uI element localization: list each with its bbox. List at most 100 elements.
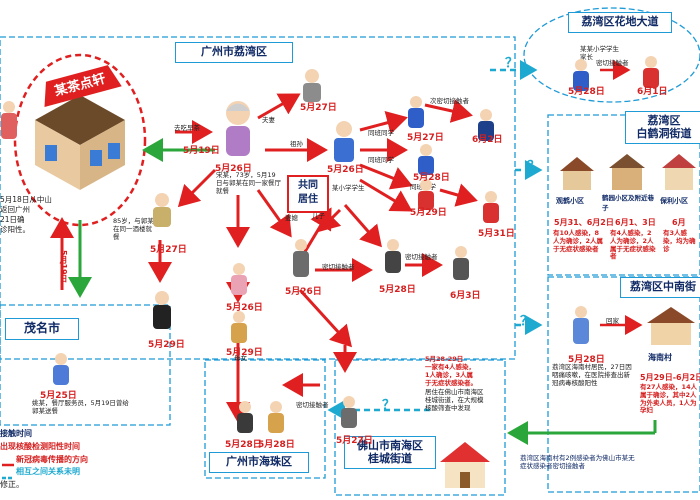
left-text-3: 返回广州 bbox=[0, 205, 30, 215]
legend-blue: 相互之间关系未明 bbox=[16, 467, 80, 477]
baietan-c3-desc: 有3人感染，均为确诊 bbox=[663, 229, 696, 253]
haizhu-region-box bbox=[204, 359, 326, 479]
zhongnan-desc: 有27人感染，14人属于确诊，其中2人为外卖人员，1人为孕妇 bbox=[640, 383, 698, 415]
restaurant-icon: 某茶点轩 bbox=[35, 65, 125, 190]
man-icon bbox=[153, 291, 171, 329]
date-519b: 5月19日 bbox=[59, 250, 68, 283]
date-529c: 5月29日 bbox=[226, 348, 263, 358]
rel-mother-daughter: 母女 bbox=[234, 354, 247, 362]
region-label-baietan: 荔湾区 白鹤洞街道 bbox=[625, 111, 700, 145]
date-528f: 5月28日 bbox=[568, 355, 605, 365]
qmark-foshan: ？ bbox=[382, 398, 396, 413]
qmark-zhongnan: ？ bbox=[520, 314, 534, 329]
left-text-2: 5月18日从中山 bbox=[0, 195, 52, 204]
baoli-house-icon bbox=[662, 154, 696, 190]
date-527a: 5月27日 bbox=[300, 103, 337, 113]
rel-close-contact-3: 密切接触者 bbox=[296, 401, 329, 409]
niece-icon bbox=[231, 263, 247, 295]
region-label-haizhu: 广州市海珠区 bbox=[209, 452, 309, 473]
foshan-line6: 核酸筛查中发现 bbox=[425, 403, 471, 412]
elderly-woman-icon bbox=[226, 101, 250, 156]
qmark-baietan: ？ bbox=[527, 159, 541, 174]
region-label-liwan: 广州市荔湾区 bbox=[175, 42, 293, 63]
date-528a: 5月28日 bbox=[413, 173, 450, 183]
guanhe-house-icon bbox=[560, 157, 594, 190]
rel-close-contact-1: 密切接触者 bbox=[322, 263, 355, 271]
date-527d: 5月27日 bbox=[336, 436, 373, 446]
foshan-line5: 桂城街道，在大规模 bbox=[425, 395, 484, 404]
foshan-contact-icon bbox=[341, 396, 357, 428]
center-desc: 宋某，73岁，5月19日与郭某在同一家餐厅就餐 bbox=[216, 171, 281, 195]
rel-husband: 夫妻 bbox=[262, 116, 275, 124]
baietan-c1-dates: 5月31、6月2日 bbox=[554, 218, 614, 227]
rel-same-class-2: 同班同学 bbox=[368, 156, 394, 164]
legend: 接触时间 出现核酸检测阳性时间 新冠病毒传播的方向 相互之间关系未明 修正。 bbox=[0, 428, 88, 492]
date-center: 5月26日 bbox=[215, 164, 252, 174]
date-62a: 6月2日 bbox=[472, 135, 503, 145]
date-528e: 5月28日 bbox=[568, 87, 605, 97]
guo-icon bbox=[1, 101, 17, 139]
student-d-icon bbox=[418, 179, 434, 210]
date-531: 5月31日 bbox=[478, 229, 515, 239]
foshan-line4: 居住在佛山市南海区 bbox=[425, 387, 484, 396]
baietan-c2-dates: 6月1、3日 bbox=[615, 218, 656, 227]
old-woman-icon bbox=[153, 193, 171, 227]
huadi-region-ellipse bbox=[523, 7, 700, 103]
date-528c: 5月28日 bbox=[225, 440, 262, 450]
baietan-c3-name: 保利小区 bbox=[660, 197, 688, 205]
student-e-icon bbox=[483, 191, 499, 223]
legend-dashed: 出现核酸检测阳性时间 bbox=[0, 441, 80, 451]
zhongnan-resident-icon bbox=[573, 306, 589, 344]
heyuan-house-icon bbox=[609, 154, 645, 190]
contact-man-icon bbox=[385, 239, 401, 273]
rel-return: 回家 bbox=[606, 317, 619, 325]
foshan-dates: 5月28-29日 bbox=[425, 355, 464, 363]
baietan-c2-name: 鹤园小区及附近巷子 bbox=[602, 194, 654, 212]
date-61: 6月1日 bbox=[637, 87, 668, 97]
grandson-icon bbox=[334, 121, 354, 162]
date-525: 5月25日 bbox=[40, 391, 77, 401]
date-63: 6月3日 bbox=[450, 291, 481, 301]
hainan-village-icon bbox=[647, 307, 695, 345]
foshan-info: 5月28-29日 一家有4人感染， 1人确诊，3人属 于无症状感染者。 居住在佛… bbox=[425, 355, 510, 412]
date-519: 5月19日 bbox=[183, 146, 220, 156]
rel-grandchild: 祖孙 bbox=[290, 140, 303, 148]
foshan-line3: 于无症状感染者。 bbox=[425, 379, 477, 388]
baietan-c3-dates: 6月 bbox=[672, 218, 686, 227]
rel-son: 儿子 bbox=[312, 212, 325, 220]
rel-same-class-1: 同班同学 bbox=[368, 129, 394, 137]
baietan-region-box bbox=[547, 114, 700, 276]
student-c-icon bbox=[418, 144, 434, 175]
rel-secondary-contact: 次密切接触者 bbox=[430, 97, 469, 105]
husband-icon bbox=[303, 69, 321, 102]
liwan-region-box bbox=[0, 36, 516, 360]
foshan-house-icon bbox=[440, 442, 490, 488]
date-526a: 5月26日 bbox=[327, 165, 364, 175]
foshan-line1: 一家有4人感染， bbox=[425, 363, 476, 372]
legend-time: 接触时间 bbox=[0, 429, 32, 438]
rel-daughter-in-law: 婆媳 bbox=[285, 214, 298, 222]
left-text-5: 诊阳性。 bbox=[0, 225, 30, 235]
zhongnan-resident-desc: 荔湾区海南村居民，27日因咽痛咳嗽，在医院排查出新冠病毒核酸阳性 bbox=[552, 363, 632, 387]
haizhu-woman-icon bbox=[237, 401, 253, 433]
date-526c: 5月26日 bbox=[226, 303, 263, 313]
date-526b: 5月26日 bbox=[285, 287, 322, 297]
baietan-c2-desc: 有4人感染，2人为确诊，2人属于无症状感染者 bbox=[610, 229, 656, 261]
daughter-in-law-icon bbox=[293, 239, 309, 277]
date-529b: 5月29日 bbox=[148, 340, 185, 350]
rel-morning-tea: 去吃早茶 bbox=[174, 124, 200, 132]
region-label-maoming: 茂名市 bbox=[5, 318, 79, 340]
maoming-desc: 姚某，餐厅服务员，5月19日曾给郭某送餐 bbox=[32, 399, 129, 415]
zhongnan-dates: 5月29日-6月2日 bbox=[640, 373, 700, 382]
left-side-text: 5月18日从中山 返回广州 21日确 诊阳性。 bbox=[0, 195, 52, 236]
left-text-4: 21日确 bbox=[0, 215, 25, 225]
zhongnan-village: 海南村 bbox=[648, 353, 672, 362]
legend-red: 新冠病毒传播的方向 bbox=[16, 454, 88, 464]
cohabit-box: 共同 居住 bbox=[287, 175, 329, 213]
mother-icon bbox=[231, 311, 247, 343]
rel-close-contact-4: 密切接触者 bbox=[596, 59, 629, 67]
waitress-icon bbox=[53, 353, 69, 385]
date-527b: 5月27日 bbox=[407, 133, 444, 143]
baietan-c1-desc: 有10人感染，8人为确诊，2人属于无症状感染者 bbox=[553, 229, 604, 253]
date-529a: 5月29日 bbox=[410, 208, 447, 218]
